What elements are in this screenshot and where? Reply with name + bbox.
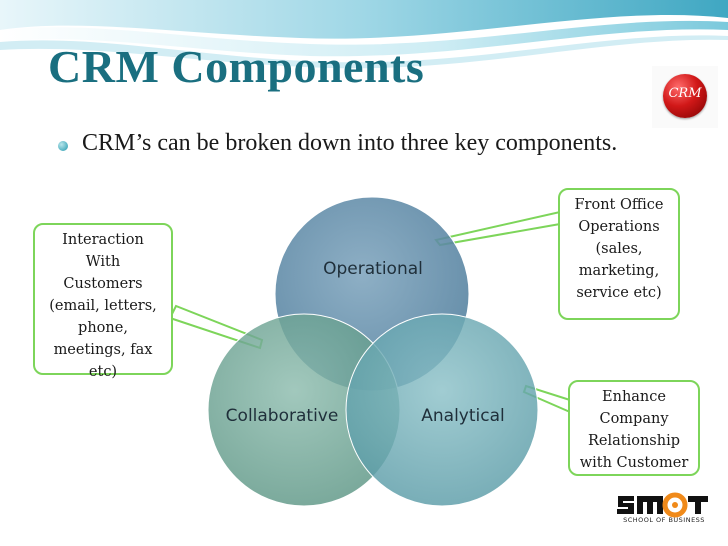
slide-title: CRM Components <box>48 41 425 92</box>
smot-logo-subtitle: SCHOOL OF BUSINESS <box>623 516 705 524</box>
callout-line: Relationship <box>587 433 680 449</box>
callout-line: (sales, <box>595 241 643 257</box>
venn-label-operational: Operational <box>323 259 423 279</box>
callout-line: Operations <box>578 219 660 235</box>
bullet-dot-icon <box>58 141 68 151</box>
crm-logo-text: CRM <box>668 86 702 101</box>
callout-line: Interaction <box>62 232 144 248</box>
callout-line: Customers <box>63 276 143 292</box>
callout-line: marketing, <box>578 263 660 279</box>
venn-label-analytical: Analytical <box>421 406 504 426</box>
callout-line: (email, letters, <box>49 298 157 314</box>
callout-enhance: Enhance Company Relationship with Custom… <box>568 380 700 476</box>
header-wave-decoration <box>0 0 728 69</box>
smot-logo: SCHOOL OF BUSINESS <box>614 490 714 530</box>
venn-circle-analytical <box>345 313 539 507</box>
callout-line: service etc) <box>576 285 662 301</box>
callout-line: Company <box>599 411 669 427</box>
callout-interaction: Interaction With Customers (email, lette… <box>33 223 173 380</box>
callout-line: meetings, fax <box>53 342 153 358</box>
crm-logo-ball: CRM <box>663 74 707 118</box>
callout-line: With <box>85 254 121 270</box>
bullet-text: CRM’s can be broken down into three key … <box>82 130 618 156</box>
smot-logo-mark <box>617 492 708 518</box>
callout-line: phone, <box>78 320 128 336</box>
callout-line: etc) <box>88 364 118 380</box>
callout-front-office: Front Office Operations (sales, marketin… <box>558 188 680 320</box>
callout-line: with Customer <box>579 455 689 471</box>
crm-logo: CRM <box>652 66 718 128</box>
connector-front-office <box>434 210 561 247</box>
callout-line: Front Office <box>574 197 664 213</box>
callout-line: Enhance <box>602 389 666 405</box>
venn-label-collaborative: Collaborative <box>226 406 339 426</box>
